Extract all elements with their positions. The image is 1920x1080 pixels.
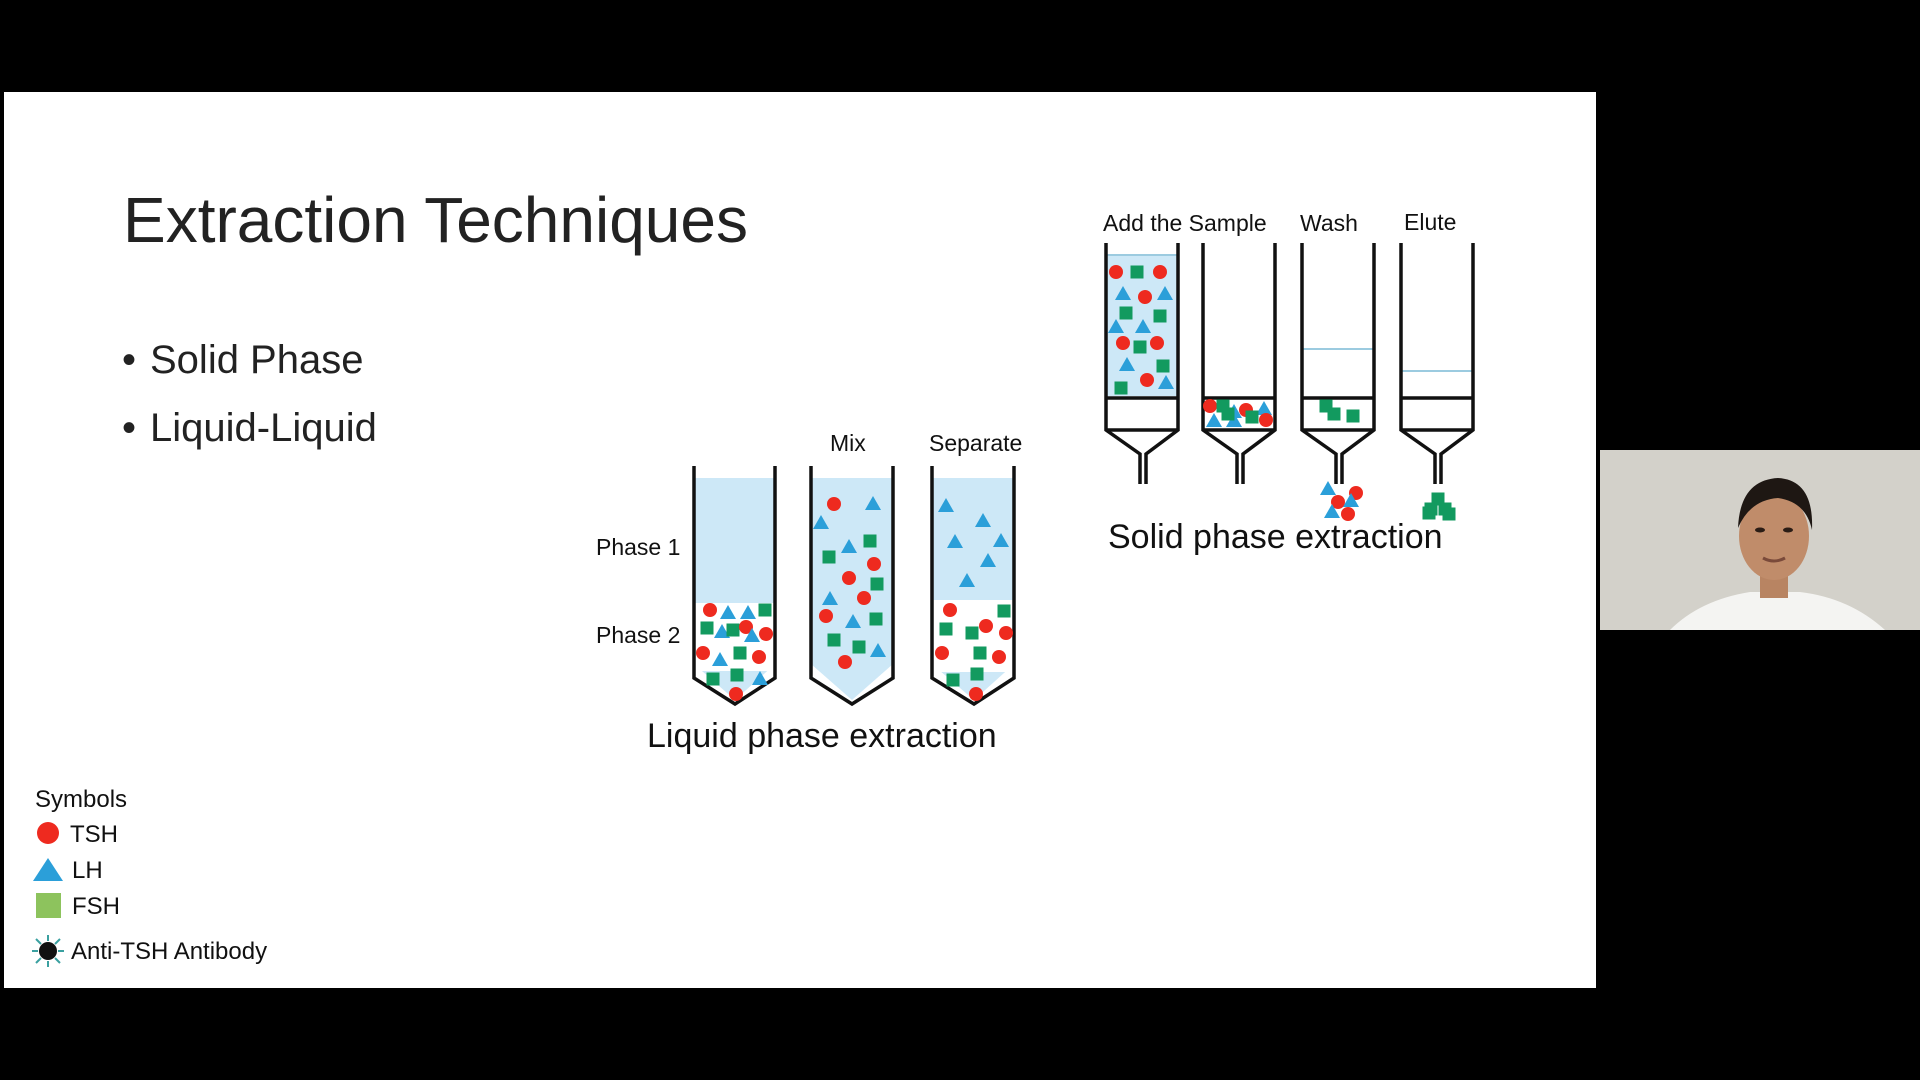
presenter-image <box>1600 450 1920 630</box>
spe-column-elute <box>1399 243 1475 521</box>
phase2-label: Phase 2 <box>596 622 681 648</box>
solid-phase-diagram <box>1104 243 1475 521</box>
bullet-item: •Liquid-Liquid <box>122 406 377 450</box>
solid-phase-caption: Solid phase extraction <box>1108 518 1443 556</box>
legend-label-lh: LH <box>72 857 103 884</box>
wash-label: Wash <box>1300 210 1358 236</box>
liquid-tube-separate <box>930 466 1016 707</box>
legend-heading: Symbols <box>35 786 128 813</box>
presenter-webcam <box>1600 450 1920 630</box>
liquid-phase-caption: Liquid phase extraction <box>647 717 997 755</box>
legend-label-fsh: FSH <box>72 893 120 920</box>
spe-column-wash <box>1300 243 1376 521</box>
spe-column-retained <box>1201 243 1277 484</box>
bullet-item: •Solid Phase <box>122 338 364 382</box>
liquid-phase-diagram <box>692 466 1016 707</box>
legend-label-tsh: TSH <box>70 821 118 848</box>
bullet-text: Solid Phase <box>150 338 364 382</box>
liquid-tube-mix <box>809 466 895 707</box>
green-square-icon <box>36 893 61 918</box>
blue-triangle-icon <box>33 858 63 881</box>
liquid-tube-initial <box>692 466 777 707</box>
bullet-list: •Solid Phase •Liquid-Liquid <box>122 333 377 469</box>
elute-label: Elute <box>1404 209 1457 235</box>
add-sample-label: Add the Sample <box>1103 210 1267 236</box>
red-circle-icon <box>37 822 59 844</box>
slide-title: Extraction Techniques <box>123 184 748 256</box>
mix-label: Mix <box>830 430 866 456</box>
column4-molecules <box>1422 492 1456 521</box>
separate-label: Separate <box>929 430 1023 456</box>
slide <box>4 92 1596 988</box>
spe-column-add <box>1104 243 1180 484</box>
antibody-icon <box>32 935 64 967</box>
legend-label-antibody: Anti-TSH Antibody <box>71 938 268 965</box>
phase1-label: Phase 1 <box>596 534 681 560</box>
column2-molecules <box>1203 399 1273 427</box>
bullet-text: Liquid-Liquid <box>150 406 377 450</box>
legend <box>32 822 64 967</box>
